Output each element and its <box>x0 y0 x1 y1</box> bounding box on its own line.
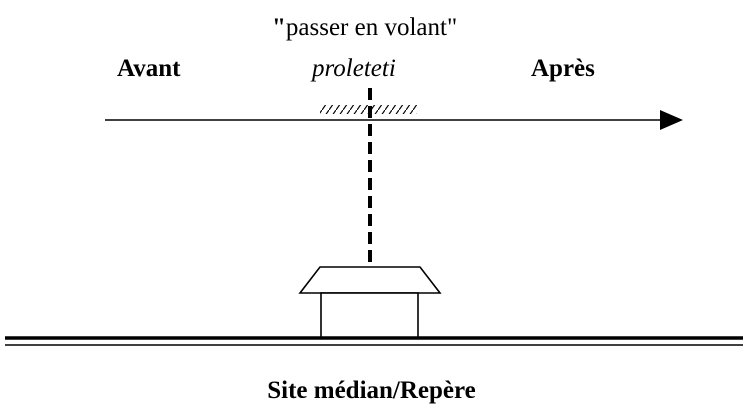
site-caption: Site médian/Repère <box>267 377 476 404</box>
gloss-text: passer en volant" <box>285 14 458 41</box>
term-label: proleteti <box>312 55 396 82</box>
after-label: Après <box>531 55 595 82</box>
gloss-label: "passer en volant" <box>272 15 457 40</box>
landmark-roof <box>298 266 442 294</box>
gloss-open-quote: " <box>272 14 286 41</box>
before-label: Avant <box>117 55 181 82</box>
landmark-body <box>320 292 419 339</box>
time-axis-arrowhead <box>660 110 683 130</box>
